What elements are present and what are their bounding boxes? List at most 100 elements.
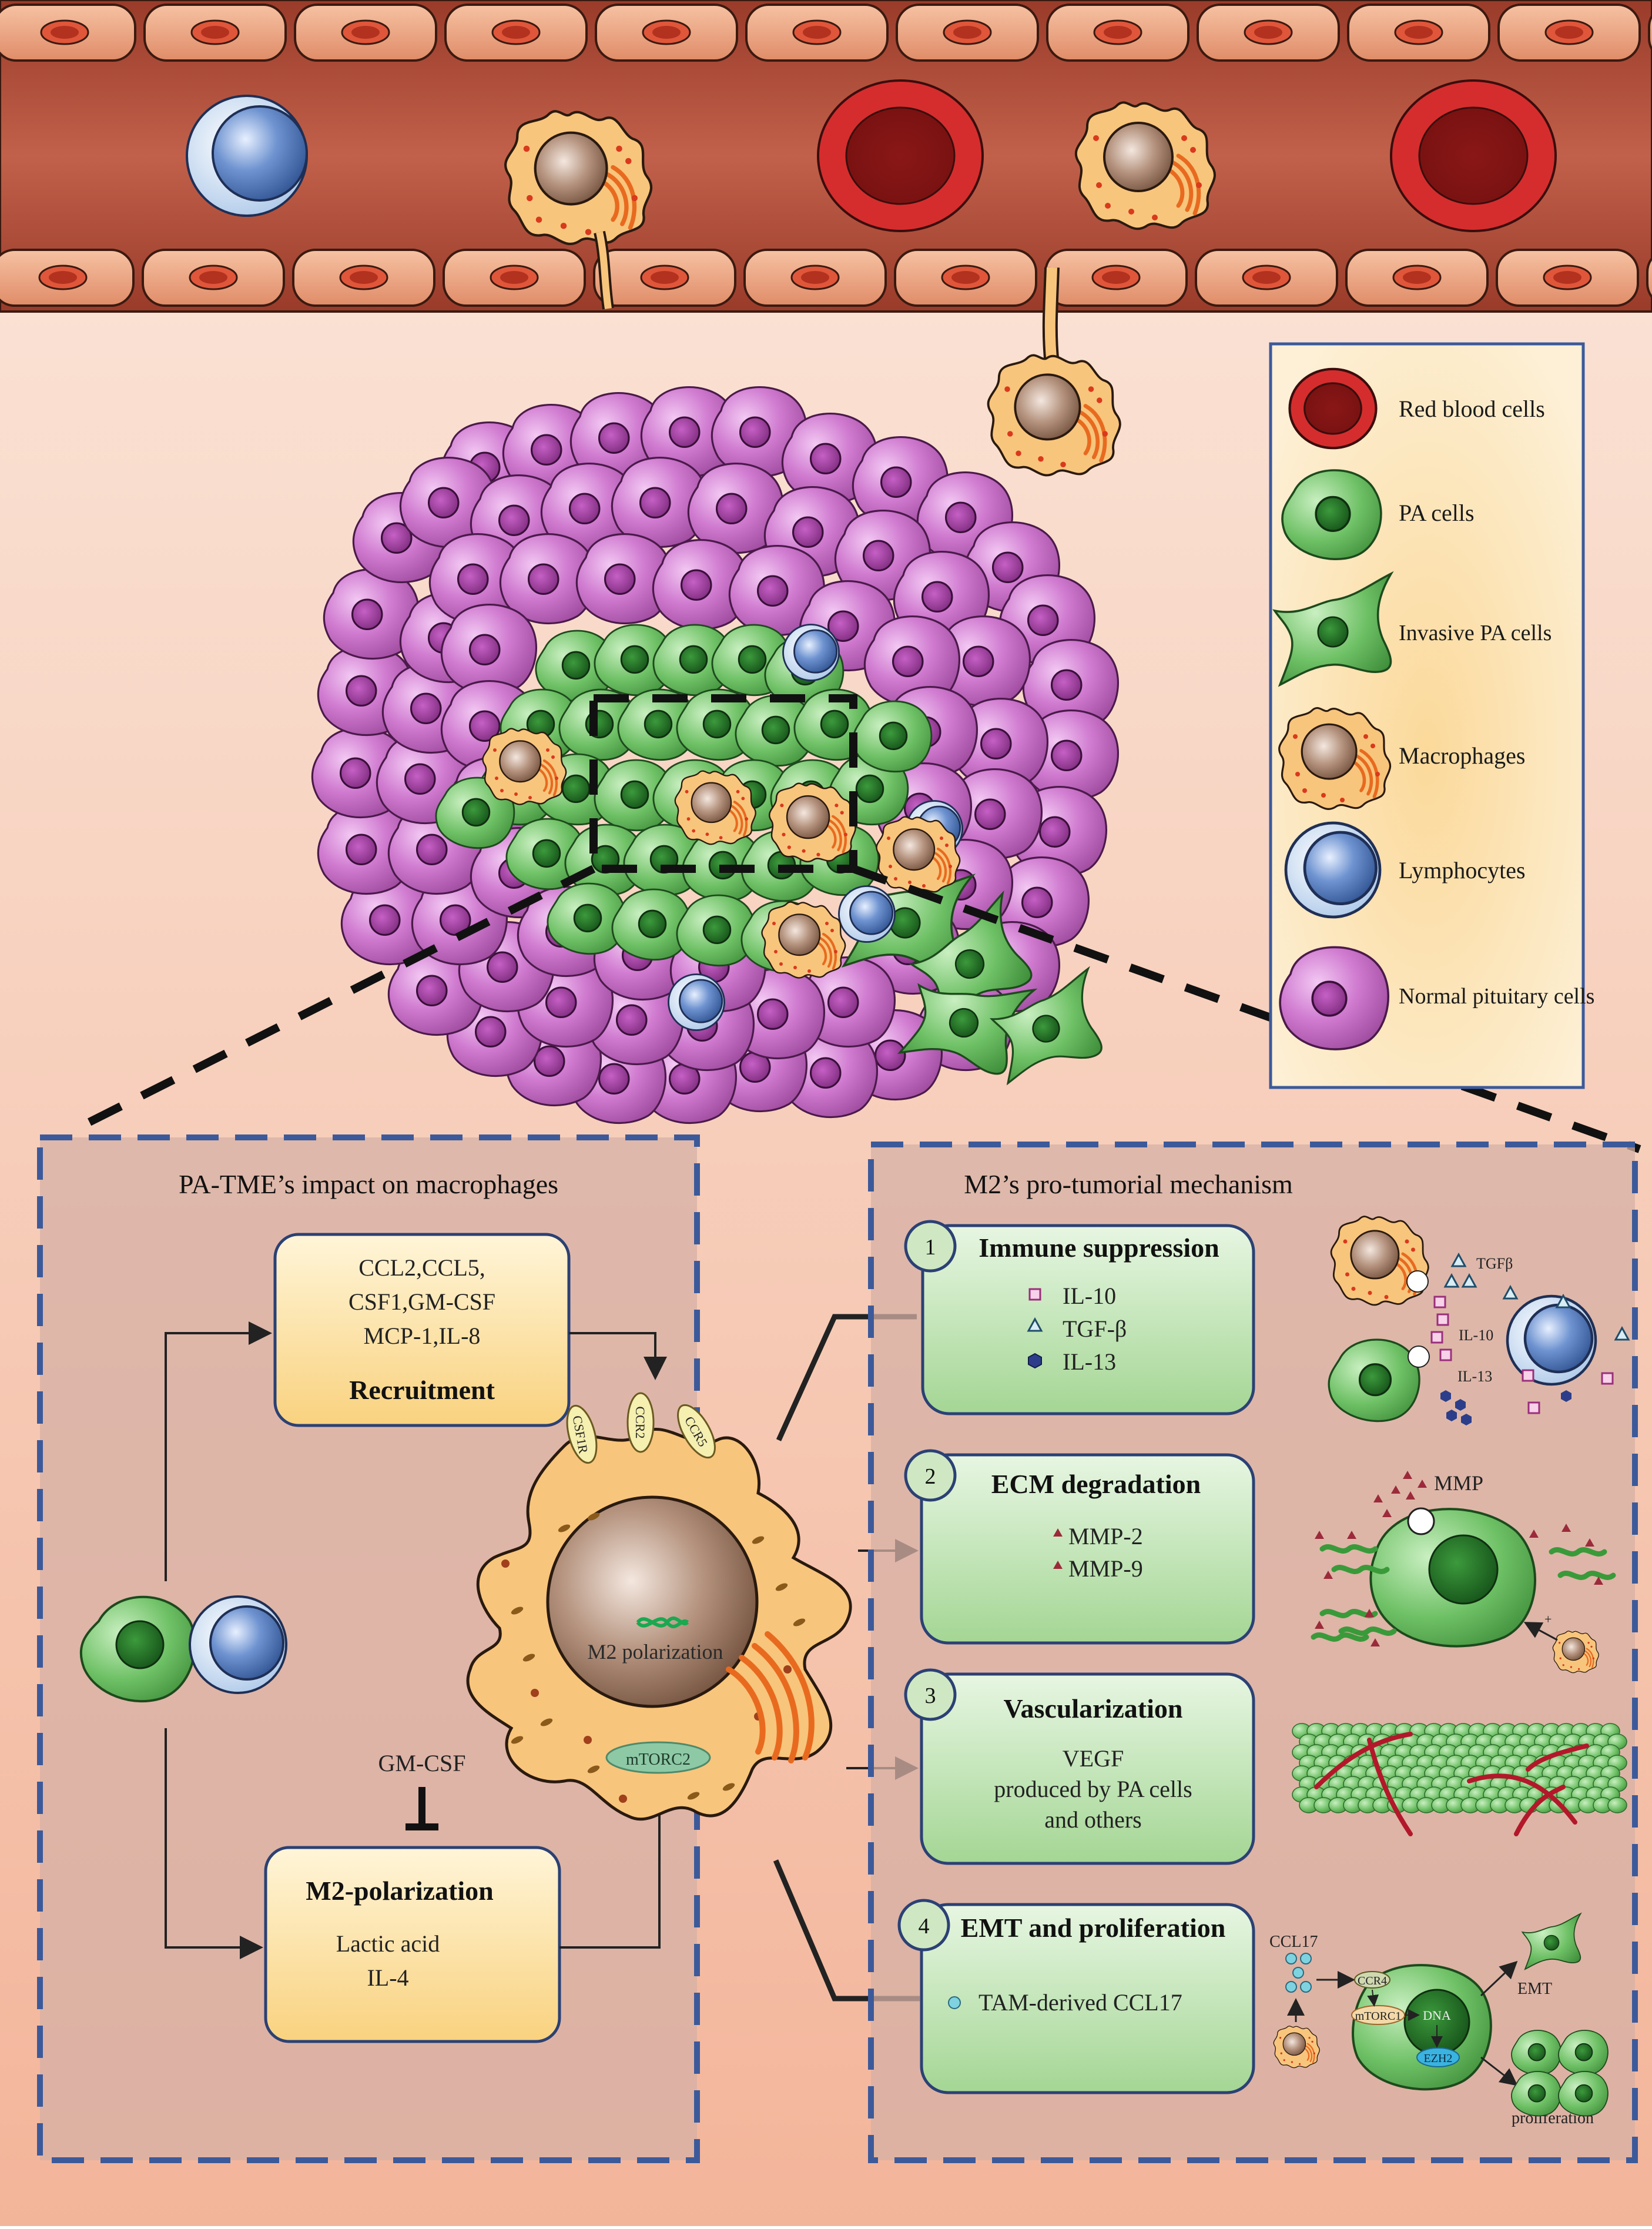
tgfb-label: TGFβ [1476, 1255, 1513, 1272]
red-blood-cell [1288, 367, 1378, 450]
box2-item-mmp9: MMP-9 [1068, 1555, 1143, 1582]
mechanism-box-immune-suppression: 1 Immune suppression IL-10 TGF-β IL-13 [904, 1220, 1255, 1415]
zoom-indicator [68, 694, 1641, 1153]
organelle [752, 1536, 765, 1544]
box1-item-tgfb: TGF-β [1063, 1316, 1127, 1342]
endothelial-cell [1195, 249, 1338, 307]
mmp-marker [1370, 1638, 1380, 1646]
normal-pituitary-cell [934, 615, 1031, 707]
blood-vessel-branch [1526, 1743, 1589, 1772]
vesicle [501, 1559, 510, 1568]
mmp-marker [1315, 1621, 1324, 1629]
lymphocyte [1506, 1294, 1597, 1386]
lymphocyte-icon [189, 1595, 287, 1694]
invasive-pa-cell [1521, 1912, 1582, 1970]
legend-label-rbc: Red blood cells [1399, 396, 1545, 422]
il13-marker [1455, 1399, 1466, 1411]
box4-item-ccl17: TAM-derived CCL17 [979, 1989, 1182, 2016]
box2-number: 2 [925, 1464, 936, 1489]
mmp-marker [1323, 1571, 1333, 1579]
tissue-cell [1607, 1797, 1627, 1813]
legend-label-lymph: Lymphocytes [1399, 857, 1526, 883]
immune-suppression-illustration: TGFβ IL-10 IL-13 [1328, 1216, 1630, 1425]
endothelial-cell [1648, 14, 1652, 52]
macrophage [1278, 707, 1392, 810]
endothelium-bottom [0, 249, 1652, 307]
normal-pituitary-cell [687, 463, 784, 554]
mtorc1-label: mTORC1 [1355, 2010, 1402, 2023]
tgfb-marker [1450, 1252, 1467, 1267]
pa-cell [1328, 1338, 1420, 1423]
ecm-fiber [1319, 1544, 1378, 1554]
mmp-label: MMP [1434, 1471, 1483, 1495]
endothelial-cell [443, 249, 586, 307]
vascularization-illustration [1292, 1723, 1627, 1836]
pa-cell-icon [79, 1595, 196, 1703]
box1-item-il13: IL-13 [1063, 1348, 1116, 1375]
dna-label: DNA [1423, 2008, 1451, 2023]
receptor-ccr2-label: CCR2 [633, 1406, 648, 1438]
pa-cell [676, 894, 756, 966]
macrophage [482, 728, 567, 805]
box4-title: EMT and proliferation [961, 1913, 1226, 1943]
mechanism-box-emt-proliferation: 4 EMT and proliferation TAM-derived CCL1… [897, 1899, 1255, 2094]
emt-arrow [1480, 1960, 1518, 1997]
endothelial-cell [894, 249, 1037, 307]
endothelial-cell [142, 249, 285, 307]
plus-sign: + [1544, 1612, 1552, 1626]
pa-cell [652, 624, 733, 696]
blood-vessel-branch [1514, 1785, 1566, 1836]
box4-number: 4 [919, 1914, 930, 1939]
macrophage [987, 354, 1121, 477]
mmp-marker [1315, 1531, 1324, 1539]
pa-cell [611, 888, 692, 960]
pa-cell [535, 630, 615, 702]
endothelium-top [0, 4, 1652, 62]
pseudopod [1044, 267, 1057, 365]
box3-line-2: produced by PA cells [994, 1776, 1192, 1802]
gm-csf-label: GM-CSF [378, 1750, 466, 1776]
mmp-marker [1585, 1538, 1594, 1547]
tgfb-marker [1443, 1273, 1460, 1288]
ccr4-label: CCR4 [1358, 1974, 1387, 1987]
organelle [587, 1765, 600, 1773]
normal-pituitary-cell [499, 533, 596, 625]
ccl17-marker [1285, 1953, 1297, 1964]
organelle [540, 1718, 553, 1726]
organelle [587, 1512, 600, 1521]
endothelial-cell [444, 4, 588, 62]
pa-cell [617, 688, 698, 761]
tumor-cluster [311, 386, 1119, 1124]
endothelial-cell [1646, 256, 1652, 299]
normal-pituitary-cell [611, 457, 708, 548]
pa-cell [1558, 2071, 1609, 2117]
pa-cell [1558, 2030, 1609, 2076]
recruitment-box: CCL2,CCL5, CSF1,GM-CSF MCP-1,IL-8 Recrui… [273, 1233, 571, 1427]
ezh2-label: EZH2 [1424, 2052, 1453, 2065]
mmp-marker [1373, 1494, 1383, 1502]
il10-marker [1436, 1313, 1449, 1326]
endothelial-cell [595, 4, 738, 62]
pa-cell [1369, 1508, 1537, 1648]
organelle [775, 1583, 788, 1591]
endothelial-cell [0, 4, 136, 62]
ccl17-marker [1300, 1953, 1312, 1964]
il10-marker [1433, 1296, 1446, 1308]
left-panel-title: PA-TME’s impact on macrophages [179, 1169, 558, 1199]
tgfb-marker [1502, 1284, 1519, 1300]
il10-label: IL-10 [1459, 1327, 1493, 1344]
vesicle [783, 1665, 792, 1674]
macrophage [876, 816, 961, 893]
organelle [793, 1618, 806, 1626]
legend-label-pa: PA cells [1399, 500, 1475, 526]
tgfb-marker [1555, 1293, 1571, 1308]
il13-marker [1461, 1414, 1472, 1425]
organelle [522, 1654, 535, 1662]
pa-cell [676, 688, 756, 761]
macrophage [761, 901, 846, 979]
lymphocyte [668, 973, 725, 1031]
organelle [722, 1783, 735, 1791]
mmp-marker [1365, 1609, 1374, 1617]
ccl17-label: CCL17 [1269, 1933, 1318, 1951]
